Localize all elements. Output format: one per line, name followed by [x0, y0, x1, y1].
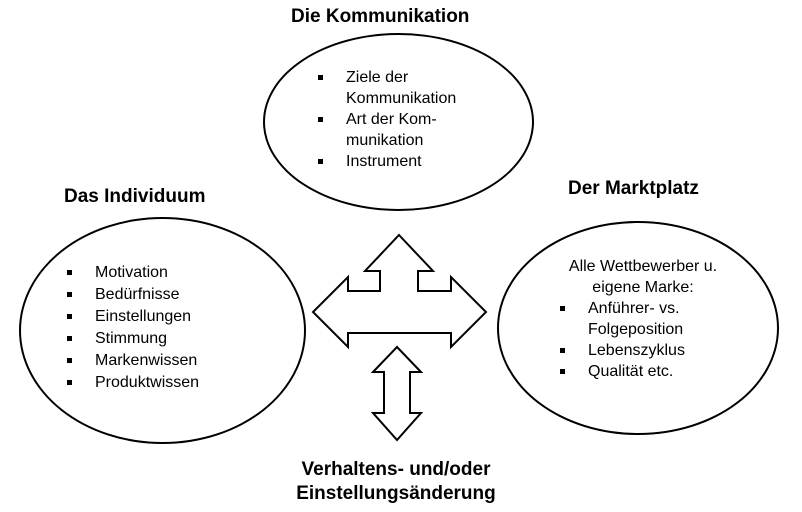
- list-item-label: Markenwissen: [95, 352, 198, 369]
- bullet-icon: [318, 159, 323, 164]
- marktplatz-lead-line-1: Alle Wettbewerber u.: [568, 258, 718, 275]
- bullet-icon: [67, 314, 72, 319]
- three-way-arrow-icon: [311, 233, 488, 350]
- list-item: Art der Kom- munikation: [314, 109, 456, 151]
- list-item-line: munikation: [346, 132, 424, 149]
- marktplatz-list: Anführer- vs. Folgeposition Lebenszyklus…: [556, 298, 685, 382]
- list-item-line: Ziele der: [346, 69, 409, 86]
- bullet-icon: [67, 380, 72, 385]
- list-item: Qualität etc.: [556, 361, 685, 382]
- kommunikation-list: Ziele der Kommunikation Art der Kom- mun…: [314, 67, 456, 172]
- list-item: Lebenszyklus: [556, 340, 685, 361]
- bullet-icon: [67, 358, 72, 363]
- marktplatz-lead: Alle Wettbewerber u. eigene Marke:: [548, 256, 738, 298]
- list-item-label: Bedürfnisse: [95, 286, 180, 303]
- list-item-line: Lebenszyklus: [588, 342, 685, 359]
- list-item: Ziele der Kommunikation: [314, 67, 456, 109]
- bullet-icon: [67, 292, 72, 297]
- heading-individuum: Das Individuum: [64, 186, 206, 207]
- heading-verhaltensaenderung: Verhaltens- und/oder Einstellungsänderun…: [236, 458, 556, 506]
- list-item-label: Produktwissen: [95, 374, 200, 391]
- list-item-line: Art der Kom-: [346, 111, 437, 128]
- bullet-icon: [318, 75, 323, 80]
- marktplatz-ellipse: [497, 221, 779, 435]
- list-item-label: Motivation: [95, 264, 168, 281]
- bullet-icon: [67, 270, 72, 275]
- heading-verhaltensaenderung-line-1: Verhaltens- und/oder: [301, 459, 491, 480]
- list-item: Bedürfnisse: [63, 284, 199, 306]
- list-item-label: Stimmung: [95, 330, 168, 347]
- marktplatz-lead-line-2: eigene Marke:: [592, 279, 694, 296]
- bullet-icon: [560, 369, 565, 374]
- list-item: Markenwissen: [63, 350, 199, 372]
- list-item: Produktwissen: [63, 372, 199, 394]
- list-item: Instrument: [314, 151, 456, 172]
- kommunikation-ellipse: [263, 33, 534, 211]
- individuum-ellipse: [19, 217, 306, 444]
- list-item-line: Instrument: [346, 153, 422, 170]
- bullet-icon: [560, 348, 565, 353]
- list-item-line: Kommunikation: [346, 90, 457, 107]
- list-item-label: Einstellungen: [95, 308, 192, 325]
- list-item-line: Qualität etc.: [588, 363, 674, 380]
- heading-verhaltensaenderung-line-2: Einstellungsänderung: [296, 483, 496, 504]
- bullet-icon: [318, 117, 323, 122]
- individuum-list: Motivation Bedürfnisse Einstellungen Sti…: [63, 262, 199, 394]
- bullet-icon: [67, 336, 72, 341]
- list-item-line: Folgeposition: [588, 321, 684, 338]
- bullet-icon: [560, 306, 565, 311]
- heading-kommunikation: Die Kommunikation: [291, 6, 470, 27]
- list-item: Motivation: [63, 262, 199, 284]
- list-item-line: Anführer- vs.: [588, 300, 680, 317]
- list-item: Stimmung: [63, 328, 199, 350]
- list-item: Anführer- vs. Folgeposition: [556, 298, 685, 340]
- double-arrow-icon: [370, 345, 424, 442]
- heading-marktplatz: Der Marktplatz: [568, 178, 699, 199]
- list-item: Einstellungen: [63, 306, 199, 328]
